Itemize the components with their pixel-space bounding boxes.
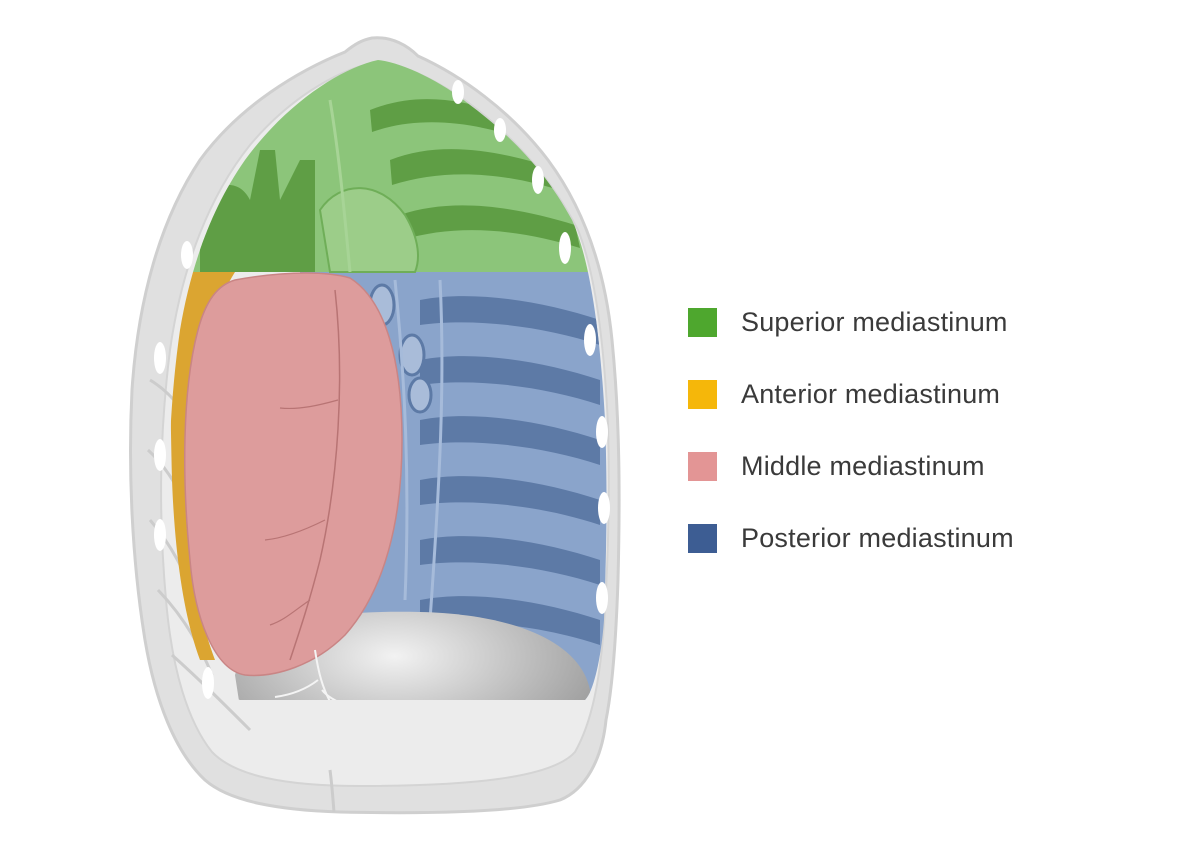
- superior-rib-2: [390, 149, 565, 192]
- middle-mediastinum-region: [184, 272, 403, 677]
- heart-vessel-4: [269, 599, 311, 626]
- diaphragm-dome: [235, 611, 590, 700]
- anterior-mediastinum-region: [170, 272, 235, 660]
- rib-line-left-4: [156, 588, 214, 676]
- rib-joint-highlights: [154, 80, 610, 699]
- legend-label-superior: Superior mediastinum: [741, 306, 1008, 337]
- superior-vessel-line: [328, 99, 352, 273]
- legend-label-posterior: Posterior mediastinum: [741, 522, 1014, 553]
- posterior-rib-5: [420, 536, 600, 585]
- superior-rib-3: [400, 205, 580, 248]
- legend-item-posterior: Posterior mediastinum: [688, 516, 1168, 560]
- legend-item-superior: Superior mediastinum: [688, 300, 1168, 344]
- superior-vessels-left: [200, 150, 315, 272]
- posterior-rib-3: [420, 416, 600, 465]
- legend: Superior mediastinum Anterior mediastinu…: [688, 300, 1168, 588]
- phrenic-branches: [274, 649, 356, 700]
- posterior-vessel-2: [428, 279, 444, 621]
- posterior-rib-4: [420, 476, 600, 525]
- heart-vessel-2: [279, 399, 339, 410]
- posterior-rib-6: [420, 596, 600, 645]
- heart-vessel-3: [264, 519, 326, 541]
- posterior-rib-2: [420, 356, 600, 405]
- heart-vessel-1: [289, 289, 341, 661]
- legend-label-middle: Middle mediastinum: [741, 450, 985, 481]
- posterior-vessel-1: [393, 279, 409, 601]
- legend-item-anterior: Anterior mediastinum: [688, 372, 1168, 416]
- legend-swatch-superior: [688, 307, 717, 337]
- legend-swatch-anterior: [688, 379, 717, 409]
- rib-line-bottom: [328, 769, 336, 813]
- legend-swatch-middle: [688, 451, 717, 481]
- legend-label-anterior: Anterior mediastinum: [741, 378, 1001, 409]
- posterior-rib-1: [420, 296, 600, 345]
- legend-swatch-posterior: [688, 523, 717, 553]
- vertebral-foramen-3: [407, 376, 433, 414]
- legend-item-middle: Middle mediastinum: [688, 444, 1168, 488]
